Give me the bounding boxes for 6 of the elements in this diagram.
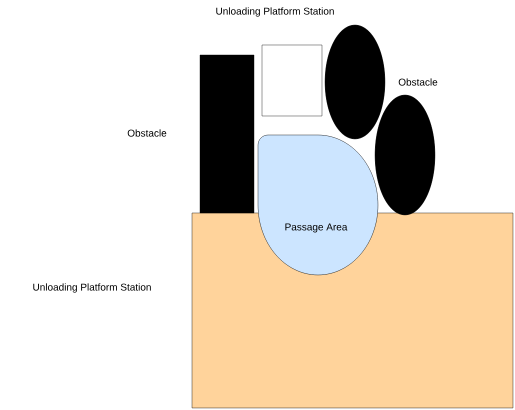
node-label: Unloading Platform Station	[33, 283, 151, 293]
node-label: Obstacle	[128, 129, 166, 137]
obstacle-ellipse	[374, 94, 436, 216]
node-label: Unloading Platform Station	[216, 7, 334, 17]
node-label: Obstacle	[398, 78, 438, 86]
passage-area: Passage Area	[258, 134, 378, 276]
